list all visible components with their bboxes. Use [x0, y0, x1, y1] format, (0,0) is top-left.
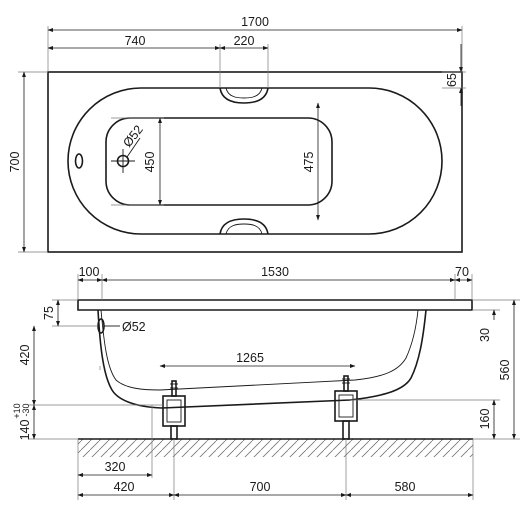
dim-drain-offset: 740 [125, 34, 146, 48]
tub-side-profile [77, 299, 473, 311]
dim-rim-left: 100 [79, 265, 100, 279]
tub-inner-shell [100, 309, 419, 391]
dim-inner-top: 1530 [261, 265, 289, 279]
dim-bottom-length: 1265 [236, 351, 264, 365]
overflow-icon [74, 153, 84, 169]
dim-leg-pos-1: 420 [114, 480, 135, 494]
tub-outline [47, 71, 463, 253]
dim-drain-dia: Ø52 [120, 123, 146, 150]
dim-leg-right: 160 [478, 409, 492, 430]
handle-bottom-inner [225, 223, 263, 235]
floor-hatch [78, 439, 473, 457]
dim-leg-spacing: 700 [250, 480, 271, 494]
dim-leg-pos-2: 580 [395, 480, 416, 494]
dim-inner-width-mid: 475 [302, 152, 316, 173]
dim-rim-thickness: 75 [42, 306, 56, 320]
tub-inner-rim [67, 87, 443, 235]
dim-leg-height: 140 [18, 420, 32, 441]
side-view: 100 1530 70 75 Ø52 420 140 +10 -30 1265 … [12, 265, 520, 500]
dim-rim-right-height: 30 [478, 328, 492, 342]
dim-rim-right: 70 [455, 265, 469, 279]
dim-inner-width-end: 450 [143, 152, 157, 173]
tub-bottom [105, 117, 333, 206]
leg-right [334, 375, 358, 440]
dim-width: 700 [8, 152, 22, 173]
tub-outer-shell [97, 309, 427, 409]
handle-top-inner [225, 87, 263, 99]
handle-top [219, 87, 269, 104]
dim-overflow-dia: Ø52 [122, 320, 146, 334]
handle-bottom [219, 218, 269, 235]
dim-length: 1700 [241, 15, 269, 29]
dim-handle-width: 220 [234, 34, 255, 48]
top-view: 1700 740 220 700 65 450 475 Ø52 [8, 15, 466, 253]
leg-left [162, 380, 186, 440]
dim-rim-depth: 65 [445, 73, 459, 87]
dim-overflow-height: 420 [18, 345, 32, 366]
dim-total-height: 560 [498, 360, 512, 381]
dim-drain-pos: 320 [105, 460, 126, 474]
dim-leg-tol-minus: -30 [21, 403, 31, 416]
dim-leg-tol-plus: +10 [12, 403, 22, 418]
